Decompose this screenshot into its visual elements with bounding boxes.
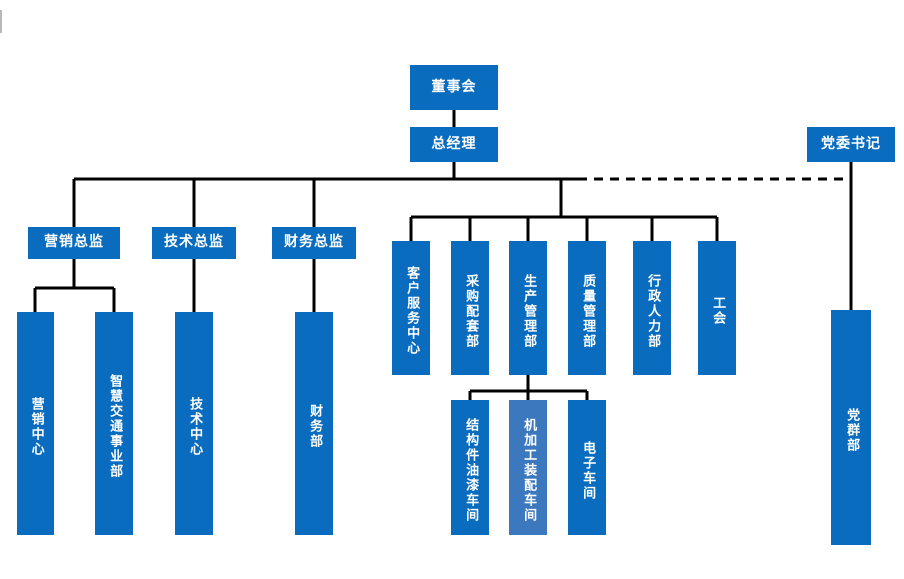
node-technology-center[interactable]: 技术中心 — [175, 312, 213, 535]
node-production-management-department[interactable]: 生产管理部 — [509, 241, 547, 375]
node-smart-transport-division[interactable]: 智慧交通事业部 — [95, 312, 133, 535]
node-machining-assembly-workshop[interactable]: 机加工装配车间 — [509, 400, 547, 535]
node-general-manager[interactable]: 总经理 — [410, 127, 498, 162]
node-marketing-center[interactable]: 营销中心 — [17, 312, 54, 535]
node-structural-paint-workshop[interactable]: 结构件油漆车间 — [451, 400, 489, 535]
node-purchasing-department[interactable]: 采购配套部 — [451, 241, 489, 375]
node-quality-management-department[interactable]: 质量管理部 — [568, 241, 606, 375]
node-customer-service-center[interactable]: 客户服务中心 — [392, 241, 430, 375]
node-technology-director[interactable]: 技术总监 — [152, 227, 236, 259]
node-party-secretary[interactable]: 党委书记 — [807, 127, 895, 162]
left-edge-artifact — [0, 10, 2, 33]
node-admin-hr-department[interactable]: 行政人力部 — [633, 241, 671, 375]
node-marketing-director[interactable]: 营销总监 — [28, 227, 120, 259]
node-party-mass-department[interactable]: 党群部 — [831, 310, 871, 545]
node-finance-director[interactable]: 财务总监 — [272, 227, 356, 259]
node-finance-department[interactable]: 财务部 — [295, 312, 333, 535]
node-labor-union[interactable]: 工会 — [698, 241, 736, 375]
node-electronics-workshop[interactable]: 电子车间 — [568, 400, 606, 535]
node-board[interactable]: 董事会 — [410, 65, 498, 110]
